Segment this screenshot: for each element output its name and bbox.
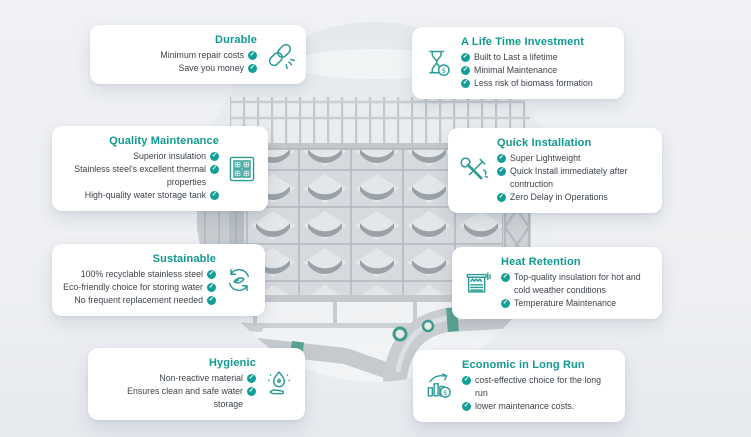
bullet-text: Stainless steel's excellent thermal prop… (74, 164, 206, 187)
svg-text:$: $ (442, 66, 447, 75)
bullet-text: Save you money (178, 63, 244, 73)
wrench-tools-icon (458, 155, 490, 187)
check-icon (248, 51, 257, 60)
check-icon (461, 66, 470, 75)
card-title: Economic in Long Run (462, 359, 585, 371)
check-icon (497, 167, 506, 176)
card-title: Quality Maintenance (109, 135, 219, 147)
bullet-text: Temperature Maintenance (514, 298, 617, 308)
bullet-text: 100% recyclable stainless steel (80, 269, 203, 279)
bullet-text: Eco-friendly choice for storing water (63, 282, 203, 292)
bullet-text: Superior insulation (133, 151, 206, 161)
bullet-text: Non-reactive material (159, 373, 243, 383)
card-title: Hygienic (208, 357, 256, 369)
bullet-item: Built to Last a lifetime (461, 51, 558, 64)
check-icon (207, 283, 216, 292)
card-sustainable: Sustainable 100% recyclable stainless st… (52, 244, 265, 316)
check-icon (247, 374, 256, 383)
check-icon (210, 191, 219, 200)
bullet-text: Zero Delay in Operations (510, 192, 608, 202)
check-icon (207, 296, 216, 305)
check-icon (501, 273, 510, 282)
bullet-item: lower maintenance costs. (462, 400, 574, 413)
check-icon (462, 376, 471, 385)
bullet-item: Minimal Maintenance (461, 64, 557, 77)
bullet-text: Ensures clean and safe water storage (127, 386, 243, 409)
bullet-text: Minimum repair costs (160, 50, 244, 60)
card-quality-maintenance: Quality Maintenance Superior insulation … (52, 126, 268, 211)
card-heat-retention: Heat Retention Top-quality insulation fo… (452, 247, 662, 319)
bullet-item: Minimum repair costs (160, 49, 257, 62)
check-icon (248, 64, 257, 73)
bullet-item: Top-quality insulation for hot and cold … (501, 271, 652, 297)
bullet-item: Temperature Maintenance (501, 297, 616, 310)
bullet-text: Minimal Maintenance (474, 65, 558, 75)
bullet-item: 100% recyclable stainless steel (81, 268, 216, 281)
insulated-tank-icon (462, 267, 494, 299)
bullet-text: Super Lightweight (510, 153, 581, 163)
water-drop-hand-icon (263, 368, 295, 400)
bullet-item: Less risk of biomass formation (461, 77, 593, 90)
bullet-text: Top-quality insulation for hot and cold … (514, 272, 641, 295)
bullet-text: No frequent replacement needed (74, 295, 203, 305)
bullet-item: Super Lightweight (497, 152, 580, 165)
bullet-item: Save you money (178, 62, 257, 75)
check-icon (247, 387, 256, 396)
check-icon (210, 152, 219, 161)
bullet-text: cost-effective choice for the long run (475, 375, 601, 398)
chain-link-icon (264, 39, 296, 71)
recycle-hands-icon (223, 264, 255, 296)
bullet-item: Eco-friendly choice for storing water (63, 281, 216, 294)
bullet-text: High-quality water storage tank (84, 190, 206, 200)
check-icon (461, 79, 470, 88)
card-title: Durable (214, 34, 257, 46)
bullet-item: Non-reactive material (159, 372, 256, 385)
card-economic-long-run: $ Economic in Long Run cost-effective ch… (413, 350, 625, 422)
card-durable: Durable Minimum repair costs Save you mo… (90, 25, 306, 84)
bullet-text: lower maintenance costs. (475, 401, 575, 411)
growth-chart-icon: $ (423, 370, 455, 402)
bullet-text: Less risk of biomass formation (474, 78, 593, 88)
check-icon (207, 270, 216, 279)
card-quick-installation: Quick Installation Super Lightweight Qui… (448, 128, 662, 213)
card-title: Quick Installation (497, 137, 592, 149)
hourglass-dollar-icon: $ (422, 47, 454, 79)
card-title: Sustainable (152, 253, 216, 265)
check-icon (210, 165, 219, 174)
bullet-item: Ensures clean and safe water storage (98, 385, 256, 411)
card-title: A Life Time Investment (461, 36, 585, 48)
card-lifetime-investment: $ A Life Time Investment Built to Last a… (412, 27, 624, 99)
check-icon (461, 53, 470, 62)
bullet-item: cost-effective choice for the long run (462, 374, 615, 400)
check-icon (497, 154, 506, 163)
bullet-item: Superior insulation (133, 150, 219, 163)
bullet-item: Stainless steel's excellent thermal prop… (62, 163, 219, 189)
card-hygienic: Hygienic Non-reactive material Ensures c… (88, 348, 305, 420)
bullet-item: Zero Delay in Operations (497, 191, 608, 204)
card-title: Heat Retention (501, 256, 581, 268)
panel-grid-icon (226, 153, 258, 185)
bullet-item: High-quality water storage tank (85, 189, 219, 202)
bullet-item: No frequent replacement needed (74, 294, 216, 307)
check-icon (462, 402, 471, 411)
bullet-text: Built to Last a lifetime (474, 52, 558, 62)
svg-text:$: $ (443, 389, 447, 397)
bullet-text: Quick Install immediately after contruct… (510, 166, 628, 189)
check-icon (497, 193, 506, 202)
check-icon (501, 299, 510, 308)
bullet-item: Quick Install immediately after contruct… (497, 165, 652, 191)
